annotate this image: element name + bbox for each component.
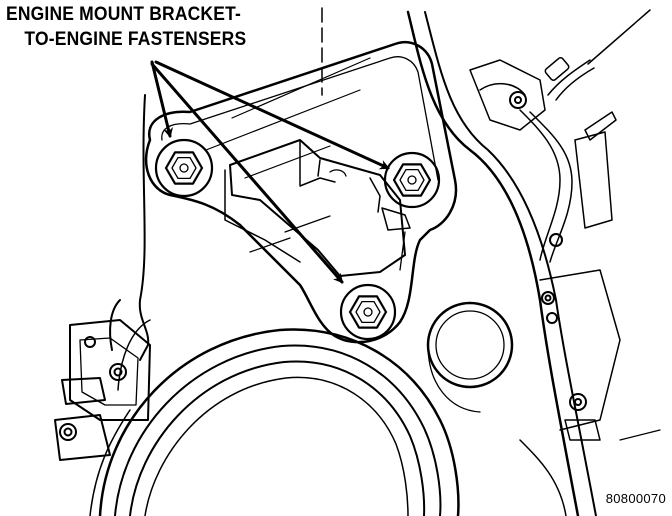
arrow-to-lower-fastener: [150, 62, 344, 284]
arrow-to-upper-right-fastener: [154, 60, 390, 170]
callout-line-2: TO-ENGINE FASTENSERS: [24, 29, 247, 50]
timing-cover: [406, 9, 661, 516]
crankshaft-pulley: [89, 328, 460, 516]
arrow-to-upper-left-fastener: [150, 60, 173, 138]
idler-pulley: [426, 301, 514, 413]
figure-id: 80800070: [605, 491, 666, 506]
fastener-callout-label: ENGINE MOUNT BRACKET- TO-ENGINE FASTENSE…: [6, 2, 246, 52]
fastener-upper-right: [383, 151, 441, 209]
engine-block: [54, 7, 371, 461]
fastener-lower: [339, 283, 397, 341]
fastener-upper-left: [154, 138, 214, 198]
engine-mount-bracket: [144, 41, 458, 344]
callout-line-1: ENGINE MOUNT BRACKET-: [6, 4, 241, 25]
